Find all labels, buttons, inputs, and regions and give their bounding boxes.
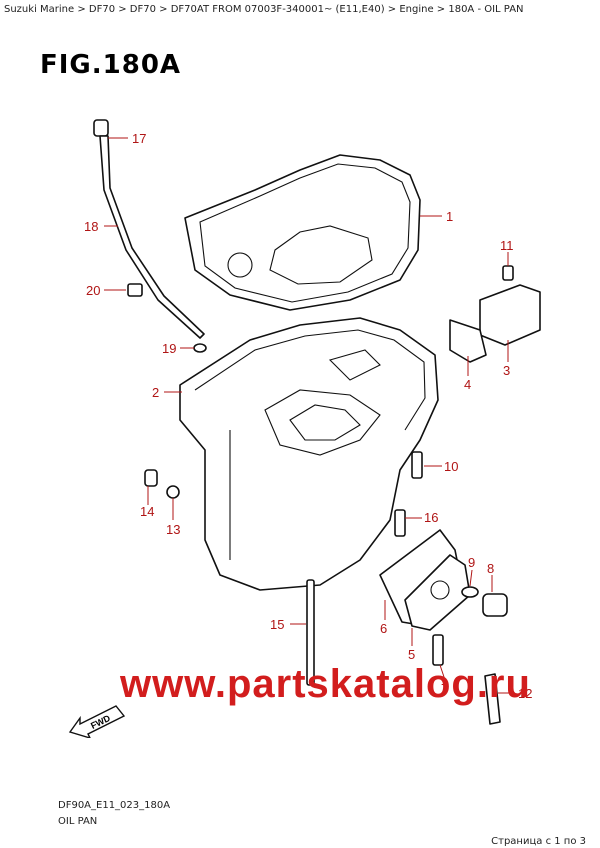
- callout-19[interactable]: 19: [162, 341, 176, 356]
- cap-part[interactable]: [461, 586, 508, 617]
- dipstick-part[interactable]: [93, 119, 205, 339]
- callout-17[interactable]: 17: [132, 131, 146, 146]
- bracket-part[interactable]: [449, 265, 541, 363]
- fwd-arrow-icon: FWD: [68, 705, 126, 738]
- callout-13[interactable]: 13: [166, 522, 180, 537]
- callout-6[interactable]: 6: [380, 621, 387, 636]
- callout-3[interactable]: 3: [503, 363, 510, 378]
- figure-caption: OIL PAN: [58, 816, 98, 827]
- callout-16[interactable]: 16: [424, 510, 438, 525]
- callout-10[interactable]: 10: [444, 459, 458, 474]
- callout-7[interactable]: 7: [441, 681, 448, 696]
- callout-11[interactable]: 11: [500, 238, 514, 253]
- bolts-part[interactable]: [127, 283, 501, 725]
- gasket-part[interactable]: [184, 154, 421, 311]
- pager: Страница с 1 по 3: [491, 836, 586, 847]
- figure-code: DF90A_E11_023_180A: [58, 800, 171, 811]
- callout-15[interactable]: 15: [270, 617, 284, 632]
- figure-title: FIG.180A: [40, 50, 182, 80]
- breadcrumb[interactable]: Suzuki Marine > DF70 > DF70 > DF70AT FRO…: [4, 4, 524, 15]
- callout-18[interactable]: 18: [84, 219, 98, 234]
- callout-4[interactable]: 4: [464, 377, 471, 392]
- callout-9[interactable]: 9: [468, 555, 475, 570]
- watermark: www.partskatalog.ru: [120, 662, 531, 706]
- callout-12[interactable]: 12: [518, 686, 532, 701]
- callout-5[interactable]: 5: [408, 647, 415, 662]
- cover-part[interactable]: [379, 529, 471, 631]
- callout-8[interactable]: 8: [487, 561, 494, 576]
- callout-20[interactable]: 20: [86, 283, 100, 298]
- callout-2[interactable]: 2: [152, 385, 159, 400]
- callout-1[interactable]: 1: [446, 209, 453, 224]
- oil-pan-part[interactable]: [179, 317, 439, 591]
- callout-14[interactable]: 14: [140, 504, 154, 519]
